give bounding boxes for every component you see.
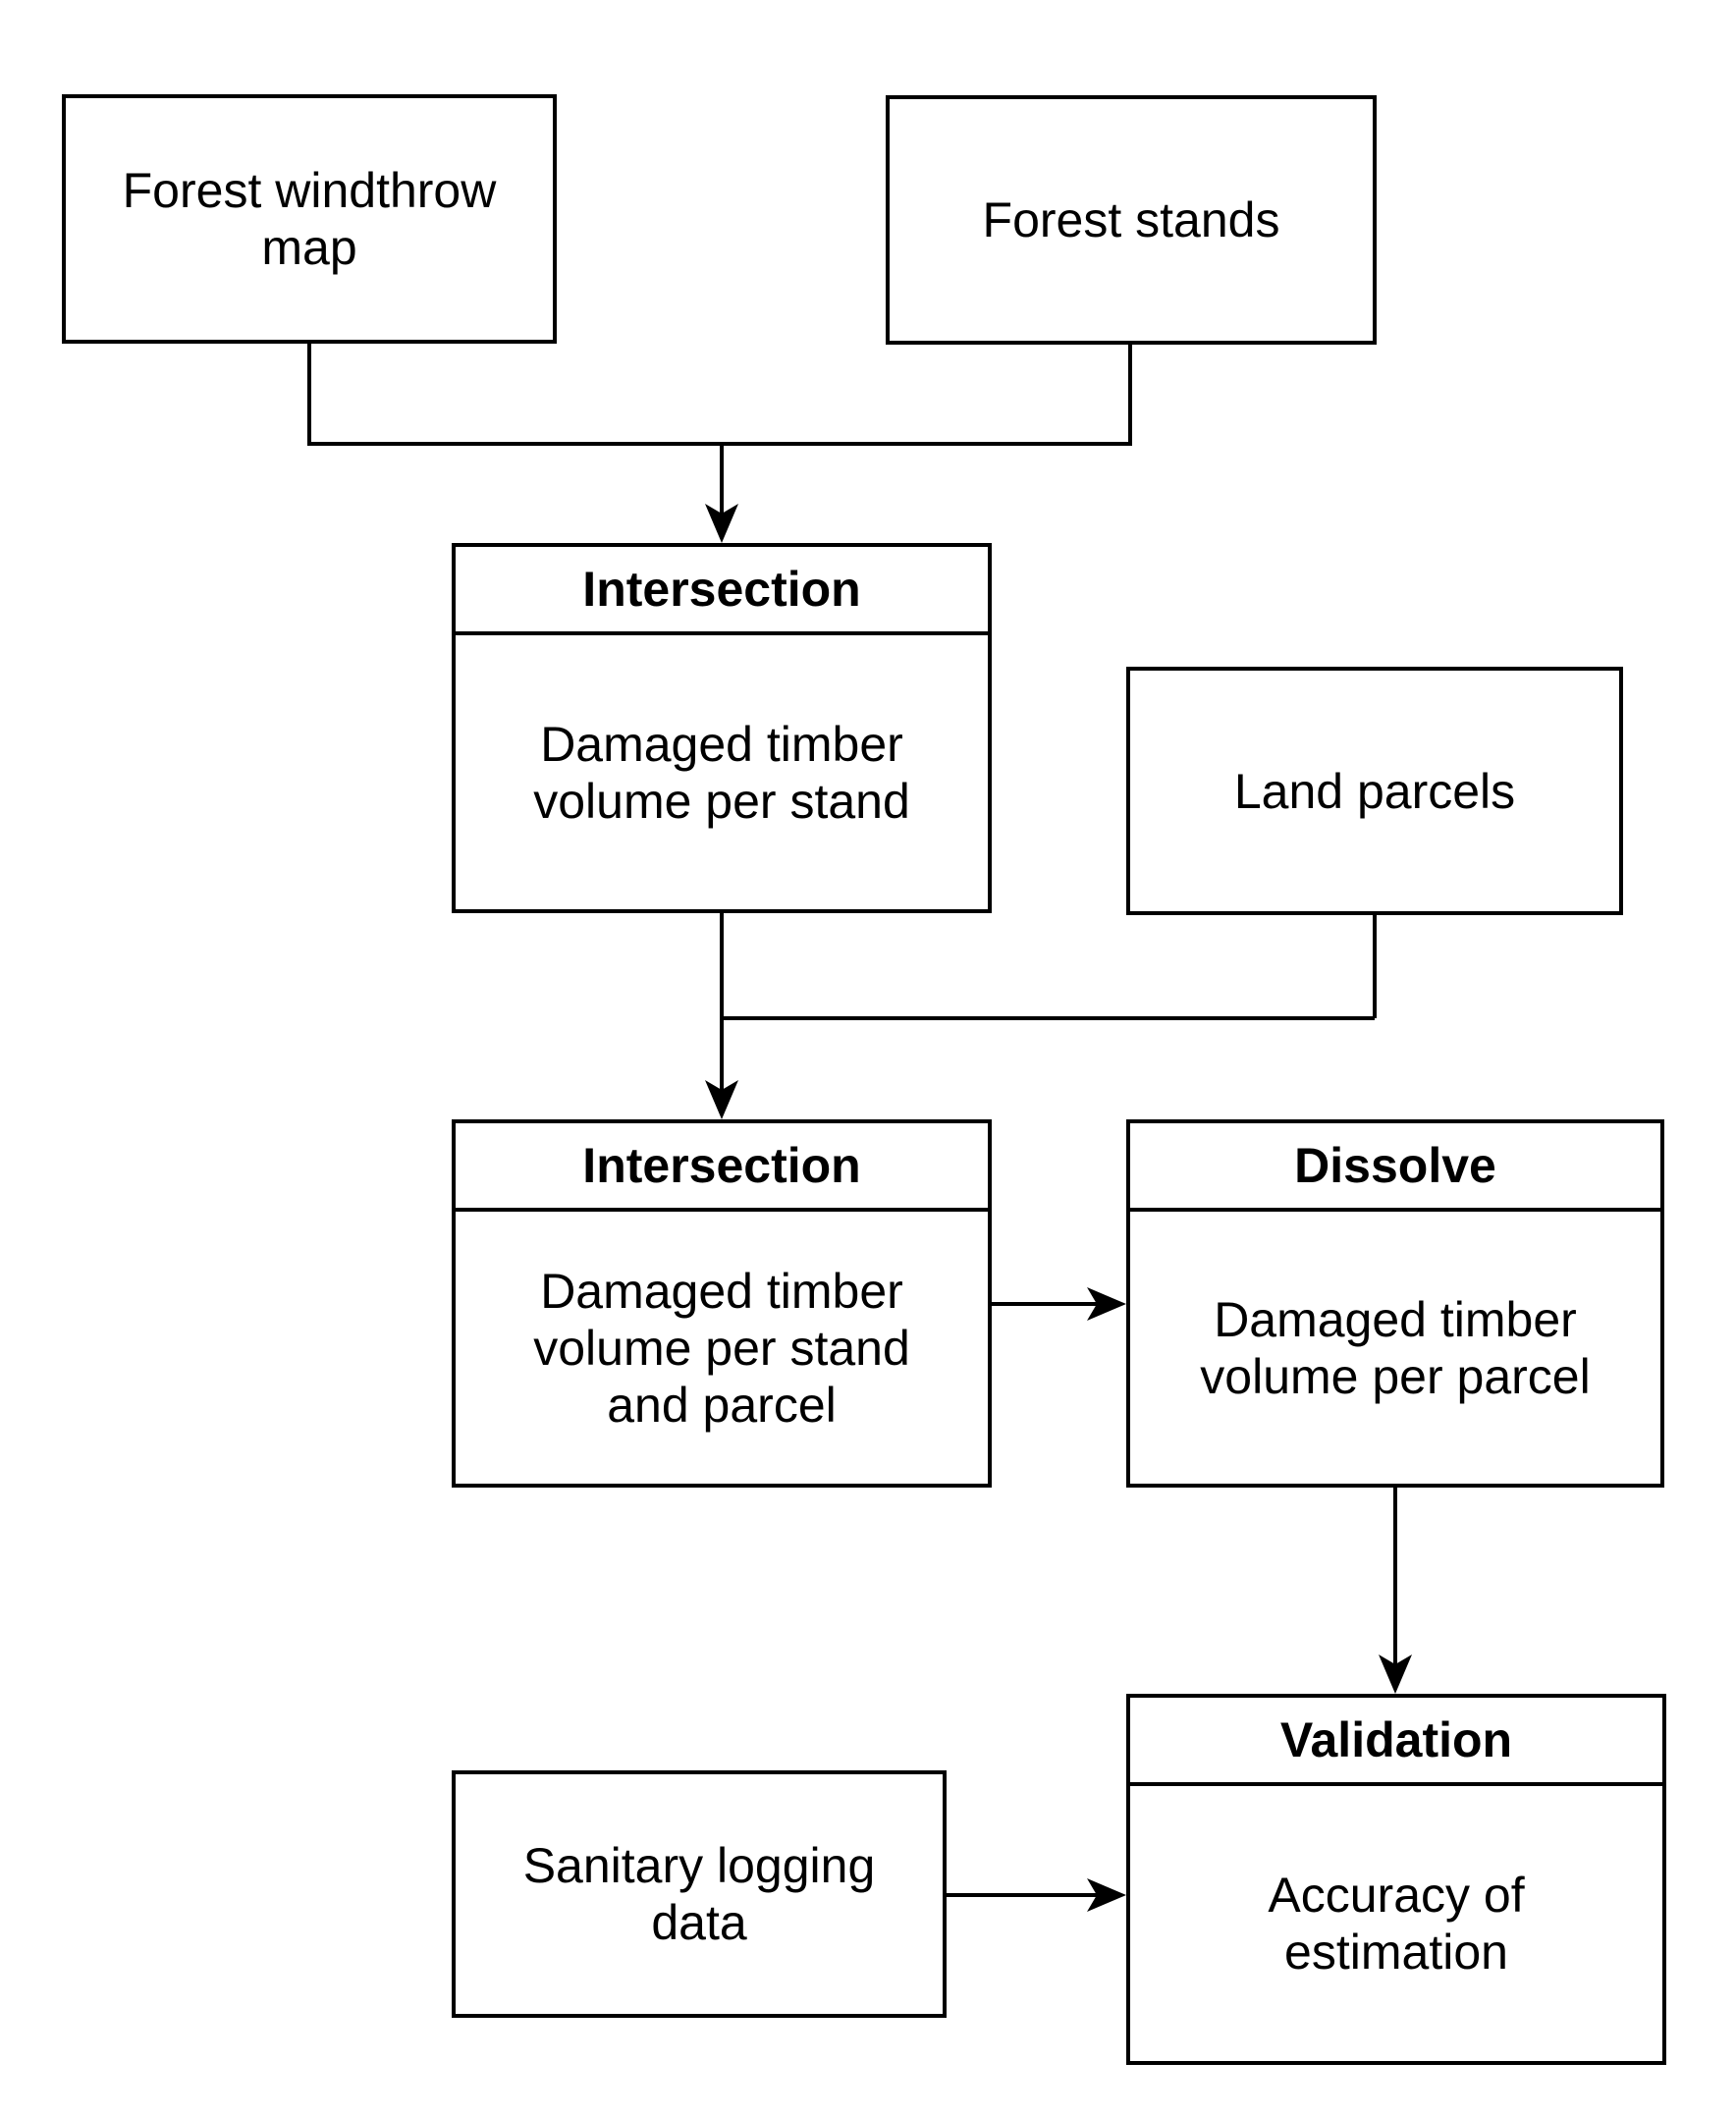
- dissolve-title: Dissolve: [1130, 1123, 1660, 1212]
- intersection-1-body-label: Damaged timber volume per stand: [533, 716, 910, 829]
- node-land-parcels: Land parcels: [1126, 667, 1623, 915]
- dissolve-body-label: Damaged timber volume per parcel: [1200, 1291, 1591, 1404]
- dissolve-body: Damaged timber volume per parcel: [1130, 1212, 1660, 1484]
- intersection-2-body-label: Damaged timber volume per stand and parc…: [533, 1263, 910, 1433]
- land-parcels-label: Land parcels: [1233, 763, 1516, 819]
- arrowhead-into-dissolve: [1087, 1287, 1126, 1321]
- node-intersection-2: Intersection Damaged timber volume per s…: [452, 1119, 992, 1488]
- intersection-2-title: Intersection: [456, 1123, 988, 1212]
- forest-windthrow-map-label: Forest windthrow map: [122, 163, 497, 275]
- node-sanitary-logging-data: Sanitary logging data: [452, 1770, 947, 2018]
- arrowhead-into-validation-top: [1379, 1655, 1412, 1694]
- validation-title: Validation: [1130, 1698, 1662, 1786]
- forest-stands-label: Forest stands: [982, 192, 1280, 247]
- intersection-1-title: Intersection: [456, 547, 988, 635]
- node-forest-windthrow-map: Forest windthrow map: [62, 94, 557, 344]
- node-dissolve: Dissolve Damaged timber volume per parce…: [1126, 1119, 1664, 1488]
- node-validation: Validation Accuracy of estimation: [1126, 1694, 1666, 2065]
- node-forest-stands: Forest stands: [886, 95, 1377, 345]
- arrowhead-into-validation-left: [1087, 1878, 1126, 1912]
- intersection-1-body: Damaged timber volume per stand: [456, 635, 988, 909]
- validation-body: Accuracy of estimation: [1130, 1786, 1662, 2061]
- node-intersection-1: Intersection Damaged timber volume per s…: [452, 543, 992, 913]
- arrowhead-into-intersection2: [705, 1080, 738, 1119]
- intersection-2-body: Damaged timber volume per stand and parc…: [456, 1212, 988, 1484]
- arrowhead-into-intersection1: [705, 504, 738, 543]
- sanitary-logging-data-label: Sanitary logging data: [522, 1838, 876, 1950]
- validation-body-label: Accuracy of estimation: [1268, 1868, 1525, 1980]
